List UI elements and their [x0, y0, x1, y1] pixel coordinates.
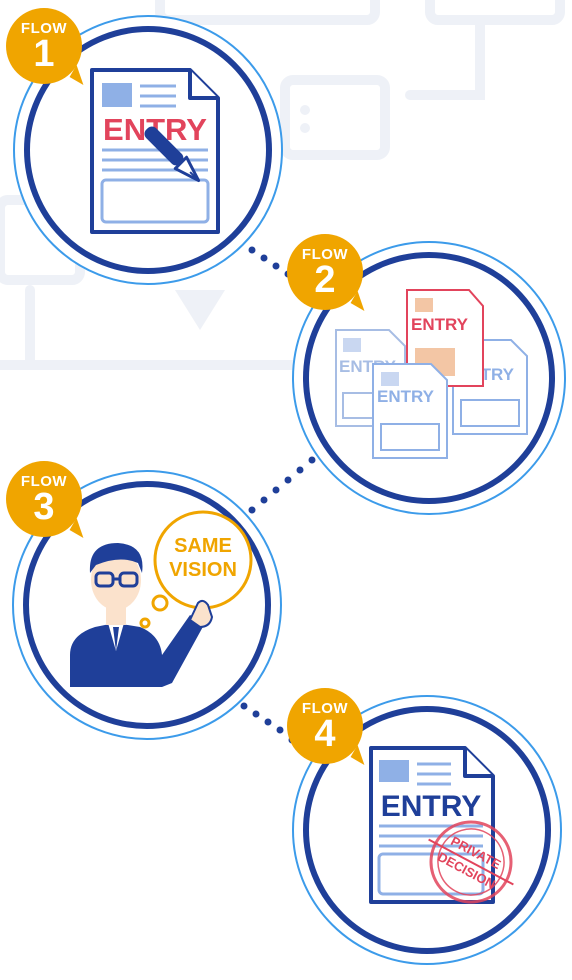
bubble-line-2: VISION: [169, 559, 237, 581]
fountain-pen-icon: [144, 126, 201, 183]
entry-form-icon: ENTRY: [90, 68, 220, 234]
flow-label: FLOW: [301, 246, 349, 263]
businessman-illustration: [70, 543, 214, 687]
flow-badge-2: FLOW 2: [287, 234, 363, 310]
flow-label: FLOW: [20, 473, 68, 490]
flow-number: 1: [33, 33, 55, 75]
entry-form-icon: ENTRY: [369, 746, 495, 904]
flow-number: 3: [33, 486, 55, 528]
flow-badge-1: FLOW 1: [6, 8, 82, 84]
entry-label-front: ENTRY: [377, 387, 435, 406]
entry-label-highlighted: ENTRY: [411, 315, 469, 334]
flow-number: 4: [314, 713, 336, 755]
flow-step-4: ENTRY PRIVATE DECISION FLOW 4: [281, 680, 572, 980]
entry-label: ENTRY: [381, 790, 482, 823]
stacked-entry-forms-icon: ENTRY ENTRY ENTRY ENTRY: [335, 289, 528, 459]
flow-badge-3: FLOW 3: [6, 461, 82, 537]
flow-number: 2: [314, 259, 336, 301]
flow-label: FLOW: [301, 700, 349, 717]
flow-step-3: SAME VISION FLOW 3: [0, 455, 300, 755]
flow-badge-4: FLOW 4: [287, 688, 363, 764]
flow-label: FLOW: [20, 20, 68, 37]
bubble-line-1: SAME: [174, 535, 232, 557]
flow-step-1: ENTRY FLOW 1: [0, 0, 300, 300]
flow-step-2: ENTRY ENTRY ENTRY ENTRY: [281, 228, 572, 528]
speech-bubble: SAME VISION: [139, 510, 253, 629]
